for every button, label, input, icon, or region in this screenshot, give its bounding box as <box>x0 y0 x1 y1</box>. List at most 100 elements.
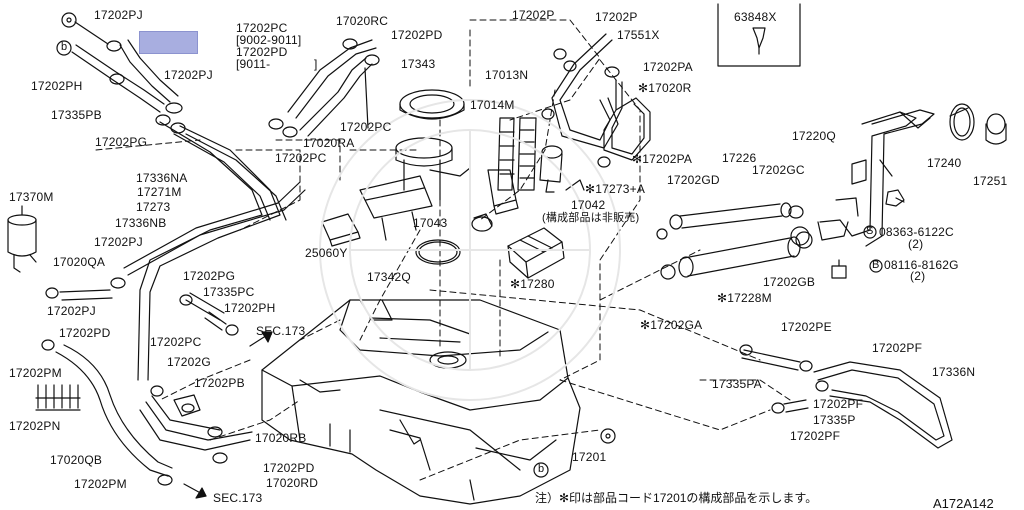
label-17271M[interactable]: 17271M <box>137 185 182 199</box>
label-17370M[interactable]: 17370M <box>9 190 54 204</box>
marker-b-bottom <box>533 462 549 478</box>
label-17202PA[interactable]: ✻17202PA <box>632 152 693 166</box>
label-17335P[interactable]: 17335P <box>813 413 856 427</box>
label-17202PA[interactable]: 17202PA <box>643 60 693 74</box>
label-17202PD[interactable]: 17202PD <box>391 28 443 42</box>
label-17240[interactable]: 17240 <box>927 156 962 170</box>
marker-letter-b: b <box>538 463 545 475</box>
label-17343[interactable]: 17343 <box>401 57 436 71</box>
label-17202PD[interactable]: 17202PD <box>263 461 315 475</box>
label-17202PJ[interactable]: 17202PJ <box>94 8 143 22</box>
label-17202PH[interactable]: 17202PH <box>31 79 83 93</box>
label-17273[interactable]: 17273 <box>136 200 171 214</box>
label-sec173[interactable]: SEC.173 <box>213 491 263 505</box>
label-17202P[interactable]: 17202P <box>512 8 555 22</box>
part-17043 <box>471 213 493 232</box>
label-08116-qty: (2) <box>910 269 926 283</box>
marker-a-top <box>61 12 77 28</box>
label-17020RA[interactable]: 17020RA <box>303 136 355 150</box>
label-17202PF[interactable]: 17202PF <box>813 397 864 411</box>
label-17043[interactable]: 17043 <box>413 216 448 230</box>
label-17202PE[interactable]: 17202PE <box>781 320 832 334</box>
clips-17202PN <box>35 384 81 411</box>
label-17202PC[interactable]: 17202PC <box>340 120 392 134</box>
label-17020RD[interactable]: 17020RD <box>266 476 319 490</box>
label-17202PD[interactable]: 17202PD <box>236 45 288 59</box>
label-17336N[interactable]: 17336N <box>932 365 976 379</box>
label-17336NA[interactable]: 17336NA <box>136 171 188 185</box>
sec173-arrow-top <box>249 331 273 347</box>
label-17335PA[interactable]: 17335PA <box>712 377 762 391</box>
label-17202PN[interactable]: 17202PN <box>9 419 61 433</box>
marker-a-bottom <box>600 428 616 444</box>
hose-17020RB <box>139 385 253 464</box>
label-17202PF[interactable]: 17202PF <box>872 341 923 355</box>
label-17220Q[interactable]: 17220Q <box>792 129 836 143</box>
hose-17335P <box>771 399 809 414</box>
label-25060Y[interactable]: 25060Y <box>305 246 348 260</box>
footnote: 注）✻印は部品コード17201の構成部品を示します。 <box>535 491 818 505</box>
label-17014M[interactable]: 17014M <box>470 98 515 112</box>
sender-25060Y <box>321 213 361 247</box>
label-63848X[interactable]: 63848X <box>734 10 777 24</box>
label-17336NB[interactable]: 17336NB <box>115 216 167 230</box>
label-17335PC[interactable]: 17335PC <box>203 285 255 299</box>
label-17202PM[interactable]: 17202PM <box>9 366 62 380</box>
label-17202PJ[interactable]: 17202PJ <box>164 68 213 82</box>
label-17202PD[interactable]: 17202PD <box>59 326 111 340</box>
bolt-marker-letter-S: S <box>866 225 874 237</box>
label-17335PB[interactable]: 17335PB <box>51 108 102 122</box>
label-17020R[interactable]: ✻17020R <box>638 81 692 95</box>
label-17202PJ[interactable]: 17202PJ <box>94 235 143 249</box>
label-08363-qty: (2) <box>908 237 924 251</box>
label-17251[interactable]: 17251 <box>973 174 1008 188</box>
label-year-range: [9011- <box>236 57 271 71</box>
label-year-range: [9002-9011] <box>236 33 302 47</box>
label-17013N[interactable]: 17013N <box>485 68 529 82</box>
highlighted-part-marker[interactable] <box>139 31 198 54</box>
label-sec173[interactable]: SEC.173 <box>256 324 306 338</box>
label-17202PC[interactable]: 17202PC <box>275 151 327 165</box>
label-17551X[interactable]: 17551X <box>617 28 660 42</box>
background-watermark <box>319 99 621 401</box>
label-17202PG[interactable]: 17202PG <box>95 135 148 149</box>
hose-17226 <box>656 202 804 240</box>
hose-17335PC <box>179 292 239 336</box>
tube-17336N <box>813 361 953 449</box>
label-17202PJ[interactable]: 17202PJ <box>47 304 96 318</box>
label-17202PF[interactable]: 17202PF <box>790 429 841 443</box>
label-17202GD[interactable]: 17202GD <box>667 173 720 187</box>
label-17202GC[interactable]: 17202GC <box>752 163 805 177</box>
label-17202P[interactable]: 17202P <box>595 10 638 24</box>
marker-b-top <box>56 40 72 56</box>
label-17228M[interactable]: ✻17228M <box>717 291 772 305</box>
label-17202G[interactable]: 17202G <box>167 355 211 369</box>
label-17042[interactable]: 17042 <box>571 198 606 212</box>
label-17020RC[interactable]: 17020RC <box>336 14 389 28</box>
label-17201[interactable]: 17201 <box>572 450 607 464</box>
sec173-arrow-bottom <box>183 483 207 499</box>
filler-neck-17220Q <box>817 109 935 247</box>
label-17202PH[interactable]: 17202PH <box>224 301 276 315</box>
part-17280 <box>507 227 565 279</box>
label-17202PB[interactable]: 17202PB <box>194 376 245 390</box>
label-17202PC[interactable]: 17202PC <box>150 335 202 349</box>
label-17202GB[interactable]: 17202GB <box>763 275 816 289</box>
jet-pump-17013N <box>487 117 537 215</box>
diagram-code: A172A142 <box>933 496 994 510</box>
label-17020RB[interactable]: 17020RB <box>255 431 307 445</box>
fuel-filter-17370M <box>7 205 37 273</box>
label-17202PM[interactable]: 17202PM <box>74 477 127 491</box>
label-17202GA[interactable]: ✻17202GA <box>640 318 703 332</box>
label-17273A[interactable]: ✻17273+A <box>585 182 646 196</box>
label-17020QB[interactable]: 17020QB <box>50 453 103 467</box>
hose-17020RC <box>268 38 380 138</box>
label-08363-6122C[interactable]: 08363-6122C <box>879 225 954 239</box>
label-17202PC[interactable]: 17202PC <box>236 21 288 35</box>
label-17280[interactable]: ✻17280 <box>510 277 555 291</box>
label-17202PG[interactable]: 17202PG <box>183 269 236 283</box>
label-17020QA[interactable]: 17020QA <box>53 255 106 269</box>
label-08116-8162G[interactable]: 08116-8162G <box>884 258 959 272</box>
label-17226[interactable]: 17226 <box>722 151 757 165</box>
label-17342Q[interactable]: 17342Q <box>367 270 411 284</box>
